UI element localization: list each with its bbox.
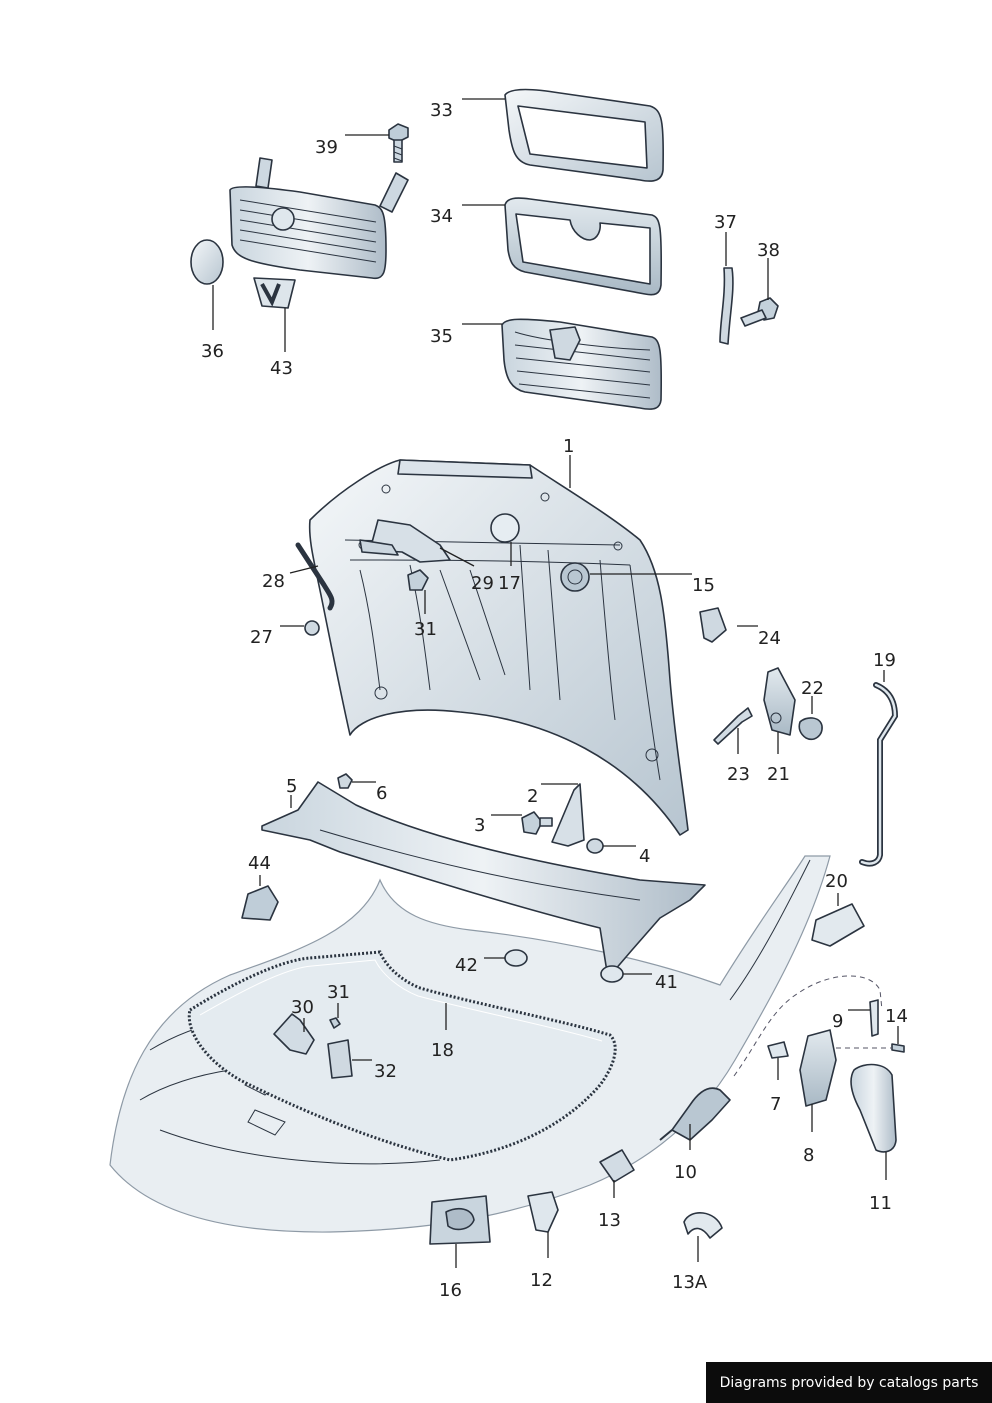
label-part-31-lock: 31: [327, 982, 350, 1003]
cowl-panel: [261, 781, 706, 979]
label-part-28: 28: [262, 571, 285, 592]
label-part-36: 36: [201, 341, 224, 362]
label-part-8: 8: [803, 1145, 814, 1166]
label-part-14: 14: [885, 1006, 908, 1027]
label-part-44: 44: [248, 853, 271, 874]
grille-frame-outer: [504, 88, 665, 182]
grille-gasket: [504, 197, 663, 296]
leader-lines: [212, 98, 899, 1268]
buffer-44: [241, 885, 279, 921]
hood-prop-rod: [859, 682, 899, 867]
label-part-15: 15: [692, 575, 715, 596]
bracket-2: [551, 783, 585, 847]
label-part-22: 22: [801, 678, 824, 699]
clip-24: [699, 607, 727, 643]
bolt-38: [740, 297, 779, 327]
screw-3: [521, 811, 553, 835]
stops-41-42: [504, 949, 624, 983]
label-part-19: 19: [873, 650, 896, 671]
label-part-20: 20: [825, 871, 848, 892]
label-part-34: 34: [430, 206, 453, 227]
label-part-29: 29: [471, 573, 494, 594]
clip-20: [811, 903, 865, 947]
label-part-5: 5: [286, 776, 297, 797]
hood-seal: [187, 950, 617, 1162]
trim-strip-37: [719, 267, 734, 345]
hood-hinge-bracket: [713, 667, 823, 745]
label-part-3: 3: [474, 815, 485, 836]
grommet-4: [586, 838, 604, 854]
label-part-10: 10: [674, 1162, 697, 1183]
label-part-27: 27: [250, 627, 273, 648]
grille-insert: [501, 318, 663, 410]
cap-36: [190, 239, 224, 285]
label-part-13: 13: [598, 1210, 621, 1231]
label-part-17: 17: [498, 573, 521, 594]
small-parts-12-13-16: [429, 1149, 723, 1245]
attribution-footer: Diagrams provided by catalogs parts: [706, 1362, 992, 1403]
label-part-24: 24: [758, 628, 781, 649]
label-part-18: 18: [431, 1040, 454, 1061]
label-part-30: 30: [291, 997, 314, 1018]
bolt-39: [388, 123, 409, 163]
label-part-37: 37: [714, 212, 737, 233]
label-part-35: 35: [430, 326, 453, 347]
label-part-11: 11: [869, 1193, 892, 1214]
label-part-6: 6: [376, 783, 387, 804]
label-part-9: 9: [832, 1011, 843, 1032]
part-labels: 1 2 3 4 5 6 7 8 9 10 11 12 13 13A 14 15 …: [201, 100, 908, 1301]
release-handle-parts: [767, 1029, 905, 1153]
label-part-33: 33: [430, 100, 453, 121]
emblem-43: [253, 277, 296, 309]
lock-parts-30-32: [273, 1013, 353, 1079]
label-part-32: 32: [374, 1061, 397, 1082]
label-part-39: 39: [315, 137, 338, 158]
label-part-23: 23: [727, 764, 750, 785]
label-part-21: 21: [767, 764, 790, 785]
label-part-31-hood: 31: [414, 619, 437, 640]
label-part-13a: 13A: [672, 1272, 708, 1293]
label-part-7: 7: [770, 1094, 781, 1115]
label-part-4: 4: [639, 846, 650, 867]
label-part-12: 12: [530, 1270, 553, 1291]
label-part-16: 16: [439, 1280, 462, 1301]
label-part-1: 1: [563, 436, 574, 457]
hood-hardware: [295, 513, 590, 636]
label-part-43: 43: [270, 358, 293, 379]
label-part-42: 42: [455, 955, 478, 976]
radiator-grille: [229, 157, 409, 280]
label-part-41: 41: [655, 972, 678, 993]
clip-6: [337, 773, 353, 789]
release-cable: [659, 975, 883, 1141]
label-part-2: 2: [527, 786, 538, 807]
label-part-38: 38: [757, 240, 780, 261]
